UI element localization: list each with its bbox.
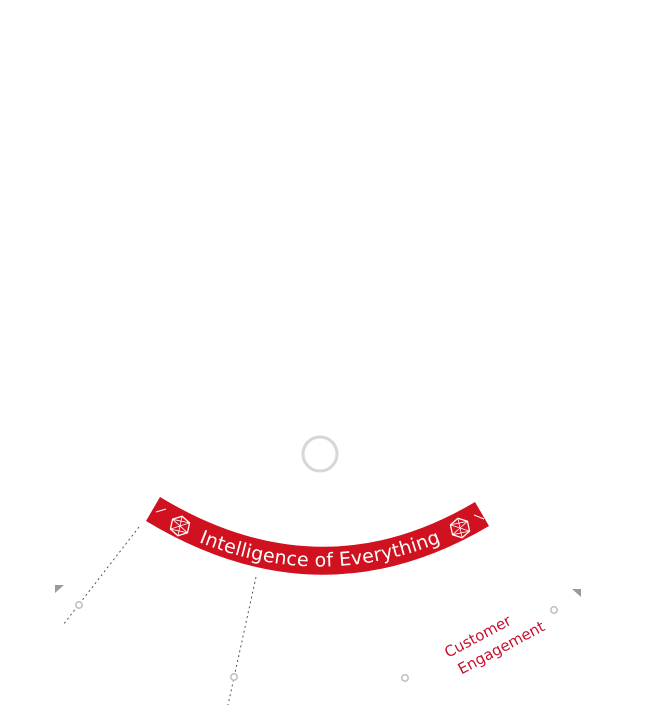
band-notch-right	[473, 514, 485, 520]
hexagon-network-icon-right	[449, 517, 471, 539]
dotted-connector-center	[227, 576, 257, 706]
node-dot-center	[230, 673, 238, 681]
hexagon-network-icon-left	[169, 515, 191, 537]
center-ring-icon	[301, 435, 339, 473]
dotted-connector-left	[62, 526, 140, 626]
node-dot-right-low	[401, 674, 409, 682]
node-dot-left	[75, 601, 83, 609]
marker-triangle-left	[55, 585, 64, 593]
intelligence-band	[146, 497, 489, 575]
marker-triangle-right	[572, 589, 581, 597]
segment-label-customer-engagement: Customer Engagement	[441, 611, 547, 678]
node-dot-right-high	[550, 606, 558, 614]
band-notch-left	[155, 508, 167, 513]
